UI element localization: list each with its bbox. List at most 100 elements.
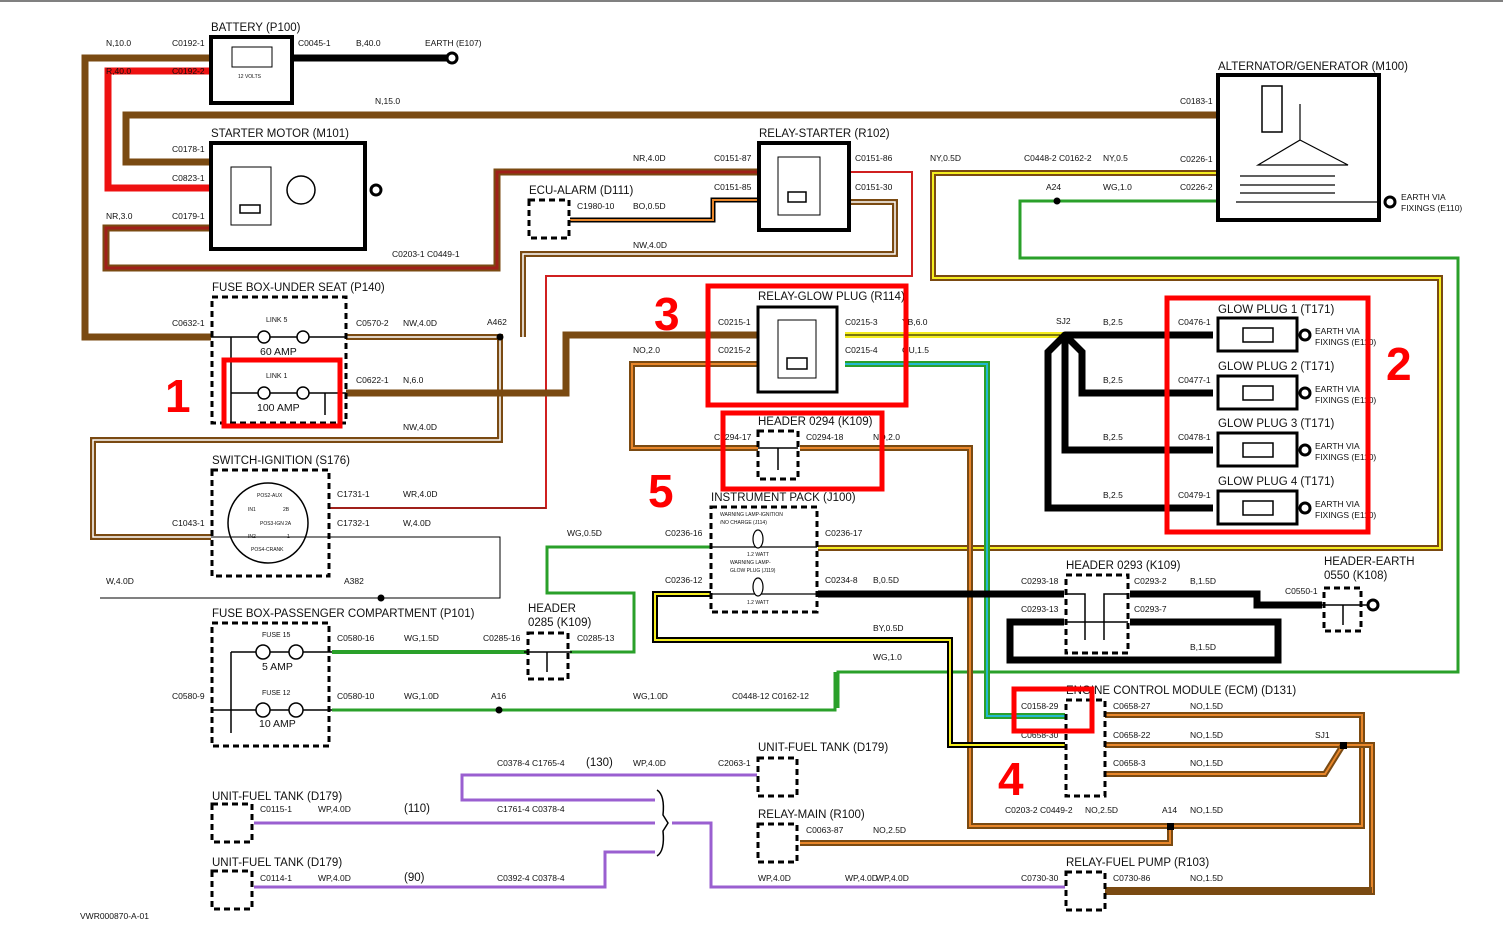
fusebox-seat-out2: C0622-1: [356, 375, 389, 385]
fuel-tank-a[interactable]: UNIT-FUEL TANK (D179) C0115-1: [210, 791, 342, 844]
fuel-tank-top-title: UNIT-FUEL TANK (D179): [758, 742, 888, 754]
fuse-12-amp: 10 AMP: [259, 718, 296, 730]
header-earth[interactable]: HEADER-EARTH 0550 (K108) C0550-1: [1285, 556, 1415, 633]
ecm[interactable]: ENGINE CONTROL MODULE (ECM) (D131) C0158…: [1021, 685, 1296, 798]
battery-pin2: C0192-2: [172, 66, 205, 76]
glow-plug-1[interactable]: GLOW PLUG 1 (T171) C0476-1 B,2.5 EARTH V…: [1103, 304, 1376, 353]
relay-glow-plug[interactable]: RELAY-GLOW PLUG (R114) C0215-1 C0215-2 C…: [718, 291, 905, 394]
wire-n15: [122, 111, 1218, 166]
glow-plug-3[interactable]: GLOW PLUG 3 (T171) C0478-1 B,2.5 EARTH V…: [1103, 418, 1376, 468]
wire-label: B,0.5D: [873, 575, 899, 585]
wire-label: NW,4.0D: [403, 422, 437, 432]
ecm-title: ENGINE CONTROL MODULE (ECM) (D131): [1066, 685, 1296, 697]
fusebox-passenger[interactable]: FUSE BOX-PASSENGER COMPARTMENT (P101) C0…: [172, 608, 475, 748]
wire-nw40-a-core: [522, 201, 896, 337]
glow-plug-4[interactable]: GLOW PLUG 4 (T171) C0479-1 B,2.5 EARTH V…: [1103, 476, 1376, 526]
wire-b15-b: [1006, 618, 1282, 664]
glow-plug-1-wire: B,2.5: [1103, 317, 1123, 327]
wire-bo05-core: [570, 199, 758, 221]
header-0293[interactable]: HEADER 0293 (K109) C0293-18 C0293-13 C02…: [1021, 560, 1181, 655]
relay-fuel-p86: C0730-86: [1113, 873, 1151, 883]
relay-starter[interactable]: RELAY-STARTER (R102) C0151-87 C0151-85 C…: [714, 128, 893, 232]
relay-fuel-pump[interactable]: RELAY-FUEL PUMP (R103) C0730-30 C0730-86: [1021, 857, 1209, 912]
wire-wg10: [836, 199, 1460, 708]
wire-label: GU,1.5: [902, 345, 929, 355]
header-0294-p17: C0294-17: [714, 432, 752, 442]
wire-label: NY,0.5D: [930, 153, 961, 163]
fuel-tank-top[interactable]: UNIT-FUEL TANK (D179) C2063-1: [718, 742, 888, 798]
ecu-alarm[interactable]: ECU-ALARM (D111) C1980-10: [527, 185, 634, 240]
fusebox-seat-in: C0632-1: [172, 318, 205, 328]
fusebox-pass-out1: C0580-16: [337, 633, 375, 643]
glow-plug-1-earth2: FIXINGS (E110): [1315, 337, 1376, 347]
glow-plug-3-wire: B,2.5: [1103, 432, 1123, 442]
callout-4: 4: [998, 753, 1024, 805]
fuse-link5: LINK 5: [266, 317, 288, 324]
relay-glow-p2: C0215-2: [718, 345, 751, 355]
header-0293-p7: C0293-7: [1134, 604, 1167, 614]
glow-plug-2-earth2: FIXINGS (E110): [1315, 395, 1376, 405]
earth-icon: [1298, 386, 1312, 400]
instrument-pack[interactable]: INSTRUMENT PACK (J100) WARNING LAMP-IGNI…: [665, 492, 863, 614]
earth-icon: [1298, 443, 1312, 457]
splice-c0448-12: C0448-12 C0162-12: [732, 691, 809, 701]
splice-a462: A462: [487, 317, 507, 327]
alternator[interactable]: ALTERNATOR/GENERATOR (M100) C0183-1 C022…: [1180, 61, 1462, 222]
drawing-id: VWR000870-A-01: [80, 911, 149, 921]
splice-c1761: C1761-4 C0378-4: [497, 804, 565, 814]
glow-plug-2-title: GLOW PLUG 2 (T171): [1218, 361, 1334, 373]
header-0293-p13: C0293-13: [1021, 604, 1059, 614]
wire-label: WG,1.0D: [633, 691, 668, 701]
relay-main[interactable]: RELAY-MAIN (R100) C0063-87: [756, 809, 865, 864]
header-0294-title: HEADER 0294 (K109): [758, 416, 873, 428]
header-0285[interactable]: HEADER 0285 (K109) C0285-16 C0285-13: [483, 603, 615, 681]
wire-label: WG,1.5D: [404, 633, 439, 643]
lamp2-line2: GLOW PLUG (J119): [730, 568, 776, 574]
wire-gp2: [1062, 332, 1213, 397]
glow-plug-4-title: GLOW PLUG 4 (T171): [1218, 476, 1334, 488]
wire-label: WG,1.0: [1103, 182, 1132, 192]
lamp1-line2: /NO CHARGE (J114): [720, 520, 767, 526]
header-0293-title: HEADER 0293 (K109): [1066, 560, 1181, 572]
fuel-tank-b-pin: C0114-1: [260, 873, 292, 883]
wire-wp-90: [254, 850, 655, 889]
starter-motor[interactable]: STARTER MOTOR (M101) C0178-1 C0823-1 C01…: [172, 128, 367, 251]
fuel-tank-top-pin: C2063-1: [718, 758, 751, 768]
wire-b15-a: [1130, 590, 1322, 609]
instrument-p8: C0234-8: [825, 575, 858, 585]
wire-label: NO,2.0: [873, 432, 900, 442]
starter-earth-icon: [369, 183, 383, 197]
splice-sj1-dot: [1340, 742, 1347, 749]
ignition-2a: 2A: [285, 521, 292, 527]
fuse-link1-amp: 100 AMP: [257, 402, 300, 414]
wire-by05-core: [654, 593, 1065, 746]
ignition-pos-ign: POS3-IGN: [260, 521, 284, 527]
wire-w40: [100, 536, 501, 599]
relay-fuel-title: RELAY-FUEL PUMP (R103): [1066, 857, 1209, 869]
relay-starter-p85: C0151-85: [714, 182, 752, 192]
wire-label: N,15.0: [375, 96, 400, 106]
wire-label: YB,6.0: [902, 317, 928, 327]
relay-fuel-p30: C0730-30: [1021, 873, 1059, 883]
splice-sj2: SJ2: [1056, 316, 1071, 326]
switch-ignition[interactable]: SWITCH-IGNITION (S176) C1043-1 C1731-1 C…: [172, 455, 370, 578]
header-0294[interactable]: HEADER 0294 (K109) C0294-17 C0294-18: [714, 416, 873, 481]
fusebox-pass-out2: C0580-10: [337, 691, 375, 701]
ignition-pos-aux: POS2-AUX: [257, 493, 283, 499]
fuse-12: FUSE 12: [262, 690, 291, 697]
fusebox-under-seat[interactable]: FUSE BOX-UNDER SEAT (P140) C0632-1 LINK …: [172, 282, 389, 425]
battery[interactable]: BATTERY (P100) 12 VOLTS C0192-1 C0192-2 …: [172, 22, 331, 105]
glow-plug-4-earth2: FIXINGS (E110): [1315, 510, 1376, 520]
wire-no25-main-core: [800, 826, 1171, 844]
wire-label: WG,0.5D: [567, 528, 602, 538]
wire-label: BO,0.5D: [633, 201, 666, 211]
wire-nr30-core: [104, 170, 758, 270]
starter-pin-a: C0178-1: [172, 144, 205, 154]
wire-label: R,40.0: [106, 66, 131, 76]
alternator-title: ALTERNATOR/GENERATOR (M100): [1218, 61, 1408, 73]
wire-label: NY,0.5: [1103, 153, 1128, 163]
fuel-tank-b[interactable]: UNIT-FUEL TANK (D179) C0114-1: [210, 857, 342, 911]
ignition-out2: C1732-1: [337, 518, 370, 528]
glow-plug-2[interactable]: GLOW PLUG 2 (T171) C0477-1 B,2.5 EARTH V…: [1103, 361, 1376, 411]
lamp2-line1: WARNING LAMP-: [730, 560, 771, 566]
